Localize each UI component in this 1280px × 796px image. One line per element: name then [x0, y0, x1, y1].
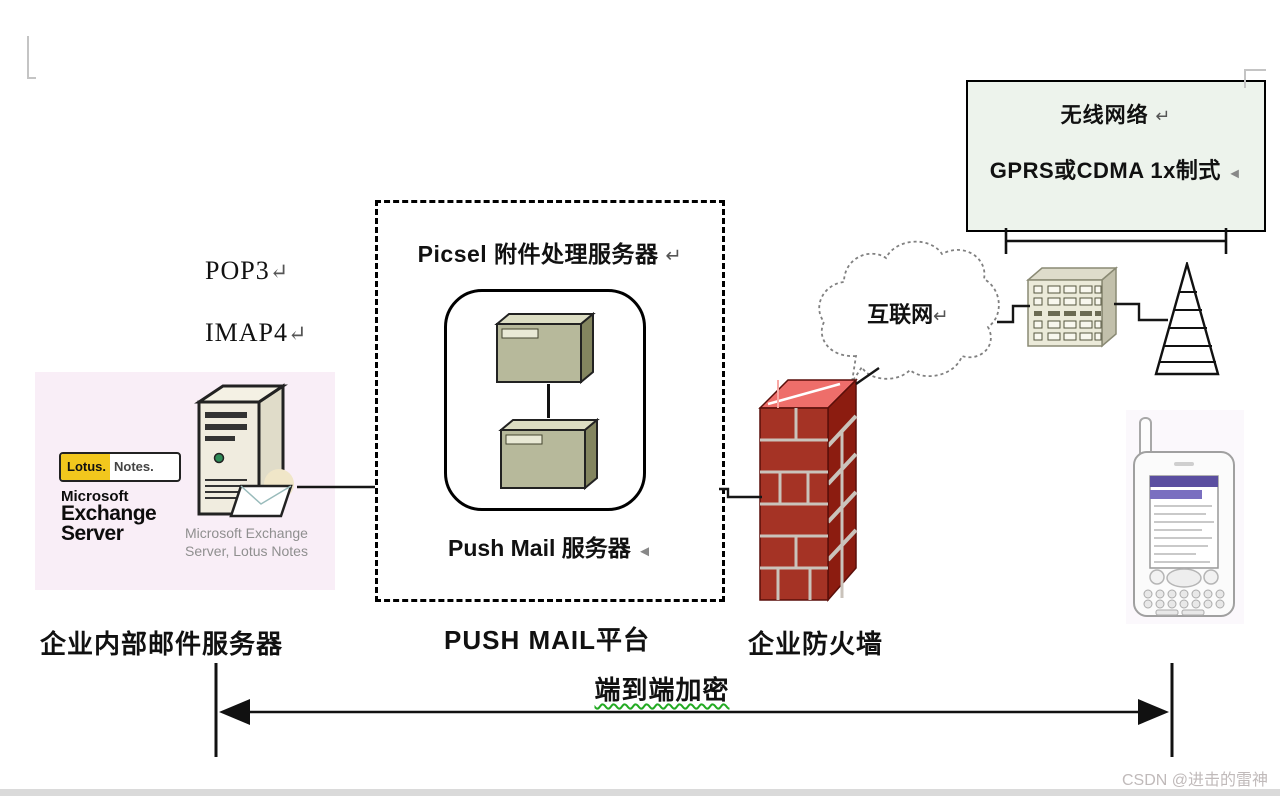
bottom-edge-strip — [0, 789, 1280, 796]
brand-server: Server — [61, 522, 124, 546]
internet-text: 互联网 — [867, 302, 934, 327]
imap4-text: IMAP4 — [205, 318, 289, 347]
picsel-title-text: Picsel 附件处理服务器 — [417, 241, 659, 267]
server-cluster-box — [444, 289, 646, 511]
return-mark-icon: ↵ — [1155, 106, 1172, 126]
exchange-server-panel: Lotus. Notes. Microsoft Exchange Server … — [35, 372, 335, 590]
brand-exchange: Exchange — [61, 502, 157, 526]
imap4-label: IMAP4↵ — [205, 318, 308, 348]
internet-cloud-icon — [818, 240, 1000, 383]
server-connector-line — [547, 384, 550, 418]
push-mail-server-label: Push Mail 服务器 ◄ — [378, 529, 722, 563]
brand-microsoft: Microsoft — [61, 488, 129, 505]
enterprise-firewall-label: 企业防火墙 — [748, 629, 884, 659]
push-mail-server-icon — [498, 417, 600, 491]
return-mark-icon: ↵ — [288, 321, 308, 346]
server-caption-line1: Microsoft Exchange — [185, 525, 308, 541]
return-mark-icon: ↵ — [269, 259, 290, 284]
internet-label: 互联网↵ — [853, 297, 963, 329]
base-station-switch-icon — [1025, 266, 1119, 348]
return-mark-icon: ↵ — [665, 245, 683, 267]
return-mark-icon: ↵ — [933, 305, 949, 326]
exchange-server-logo: Microsoft Exchange Server — [61, 488, 157, 546]
wireless-standard-title: GPRS或CDMA 1x制式 ◄ — [968, 153, 1264, 185]
lotus-notes-logo: Lotus. Notes. — [59, 452, 181, 482]
picsel-server-title: Picsel 附件处理服务器 ↵ — [378, 235, 722, 269]
push-mail-platform-label: PUSH MAIL平台 — [443, 625, 650, 655]
wireless-network-label: 无线网络 — [1060, 104, 1149, 127]
wireless-standard-label: GPRS或CDMA 1x制式 — [989, 158, 1221, 183]
push-mail-server-icon — [494, 311, 596, 385]
server-caption-line2: Server, Lotus Notes — [185, 543, 308, 560]
push-mail-server-text: Push Mail 服务器 — [448, 535, 631, 561]
wireless-network-title: 无线网络 ↵ — [968, 99, 1264, 129]
antenna-tower-icon — [1154, 262, 1220, 376]
pop3-text: POP3 — [205, 256, 270, 285]
firewall-brick-icon — [758, 378, 858, 602]
break-mark-icon: ◄ — [637, 543, 652, 560]
wireless-network-box: 无线网络 ↵ GPRS或CDMA 1x制式 ◄ — [966, 80, 1266, 232]
handheld-device-icon — [1126, 410, 1244, 624]
internal-mail-server-label: 企业内部邮件服务器 — [40, 629, 284, 659]
server-caption: Microsoft Exchange Server, Lotus Notes — [185, 524, 308, 560]
break-mark-icon: ◄ — [1227, 166, 1243, 182]
push-mail-platform-box: Picsel 附件处理服务器 ↵ Push Mail 服务器 ◄ — [375, 200, 725, 602]
pop3-label: POP3↵ — [205, 256, 289, 286]
page-corner-mark-left — [27, 36, 36, 79]
csdn-watermark: CSDN @进击的雷神 — [1121, 772, 1268, 789]
server-tower-icon — [194, 383, 294, 518]
end-to-end-encryption-label: 端到端加密 — [594, 675, 730, 705]
lotus-logo-left: Lotus. — [61, 454, 110, 480]
lotus-logo-right: Notes. — [110, 454, 158, 480]
